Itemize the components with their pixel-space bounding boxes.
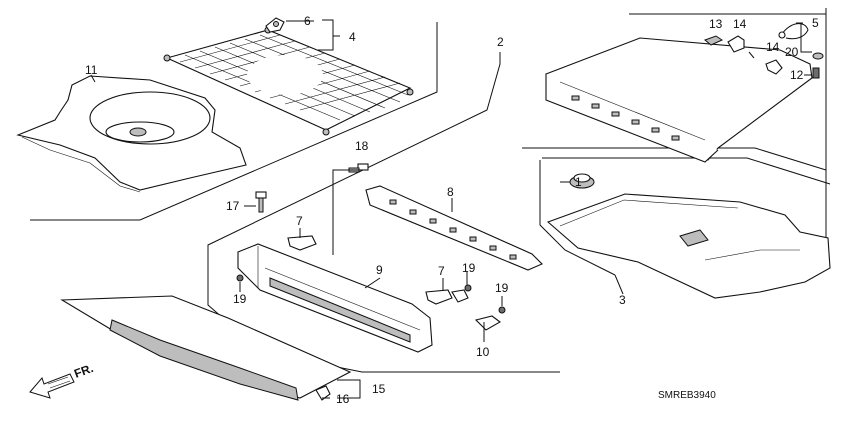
callout-6: 6 — [304, 14, 311, 28]
part-lower-bracket — [474, 315, 501, 331]
callout-10: 10 — [476, 345, 490, 359]
part-upper-bracket — [365, 185, 543, 271]
callout-labels: 1 2 3 4 5 6 7 7 8 9 10 11 12 13 14 14 15… — [85, 14, 819, 406]
callout-18: 18 — [355, 139, 369, 153]
callout-8: 8 — [447, 185, 454, 199]
callout-5: 5 — [812, 16, 819, 30]
part-floor-mat — [546, 193, 831, 299]
part-spare-tire-tray — [16, 75, 247, 193]
front-direction-label: FR. — [72, 361, 95, 381]
callout-13: 13 — [709, 17, 723, 31]
callout-17: 17 — [226, 199, 240, 213]
callout-4: 4 — [349, 30, 356, 44]
front-arrow-icon — [29, 373, 75, 399]
callout-14-lower: 14 — [766, 40, 780, 54]
leader-lines — [90, 19, 812, 399]
front-direction-indicator: FR. — [29, 361, 95, 399]
callout-12: 12 — [790, 68, 804, 82]
callout-16: 16 — [336, 392, 350, 406]
part-cargo-net — [163, 26, 414, 136]
callout-19-mid: 19 — [462, 261, 476, 275]
part-holders-and-fasteners — [704, 23, 824, 79]
diagram-code: SMREB3940 — [658, 390, 716, 401]
callout-9: 9 — [376, 263, 383, 277]
group-outlines — [30, 8, 831, 373]
part-rear-panel — [237, 243, 433, 353]
part-clips — [287, 235, 469, 305]
part-clip-16 — [315, 385, 331, 401]
callout-7-upper: 7 — [296, 214, 303, 228]
callout-19-right: 19 — [495, 281, 509, 295]
part-cap — [569, 173, 595, 189]
callout-3: 3 — [619, 293, 626, 307]
part-side-lid — [60, 295, 352, 401]
callout-7-lower: 7 — [438, 264, 445, 278]
part-cargo-cover — [545, 37, 813, 163]
part-hook — [265, 17, 285, 33]
callout-14-upper: 14 — [733, 17, 747, 31]
callout-1: 1 — [575, 175, 582, 189]
callout-15: 15 — [372, 382, 386, 396]
callout-11: 11 — [85, 63, 98, 77]
callout-20: 20 — [785, 45, 799, 59]
callout-19-left: 19 — [233, 292, 247, 306]
callout-2: 2 — [497, 35, 504, 49]
